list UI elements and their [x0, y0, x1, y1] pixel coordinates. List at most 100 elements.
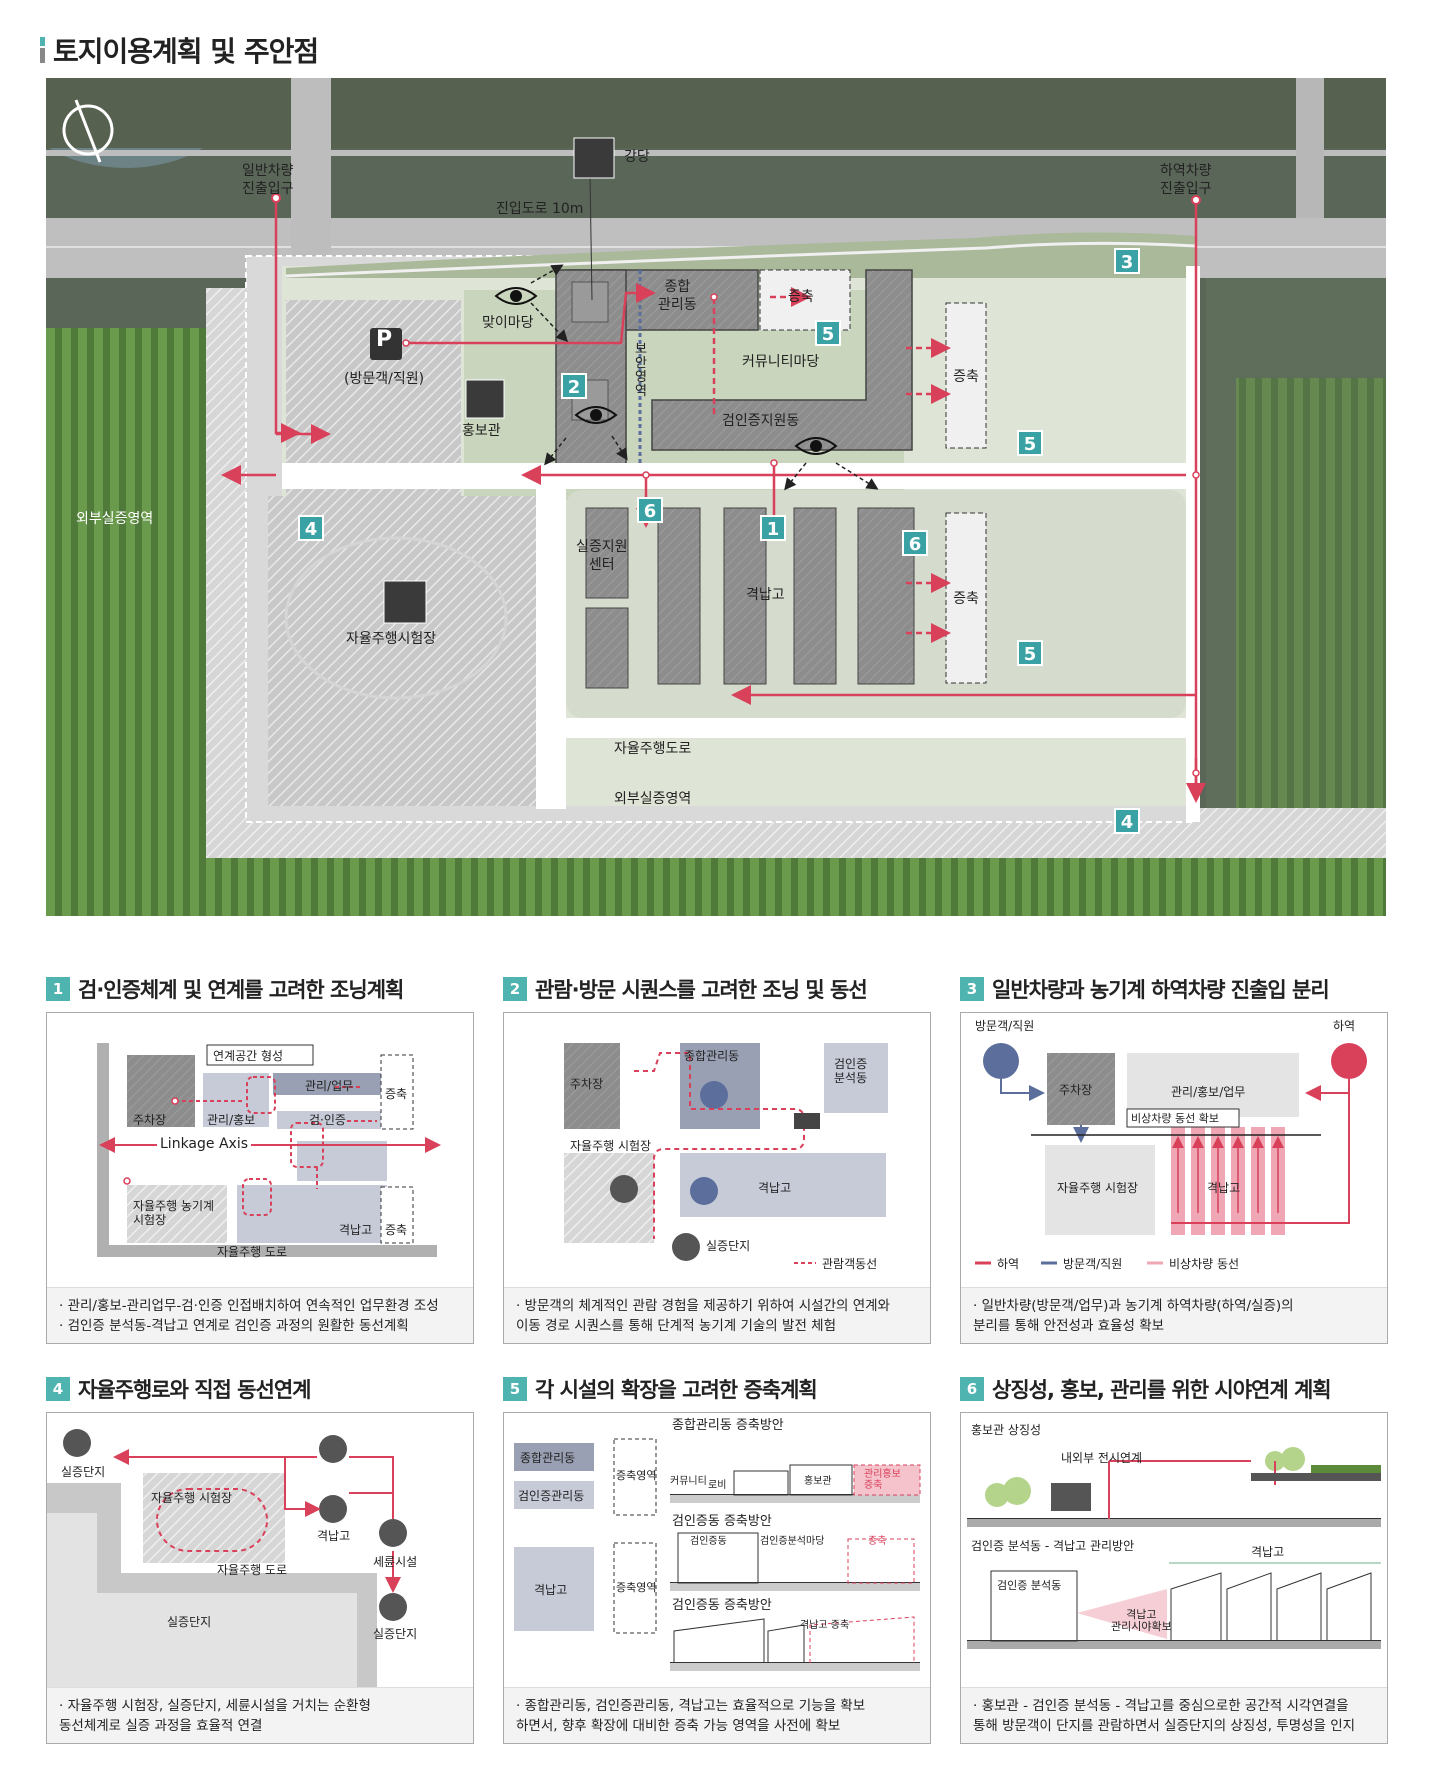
compass-icon: [62, 99, 114, 163]
label-external-area-left: 외부실증영역: [76, 511, 154, 527]
label-auto-road: 자율주행 도로: [217, 1563, 288, 1577]
badge-6-left: 6: [637, 497, 663, 523]
label-storage: 격납고: [339, 1223, 373, 1237]
pr-hall-icon: [465, 379, 505, 419]
section-1-notes: · 관리/홍보-관리업무-검·인증 인접배치하여 연속적인 업무환경 조성 · …: [47, 1287, 473, 1343]
label-test-track: 자율주행 시험장: [570, 1139, 652, 1153]
badge-6-right: 6: [902, 530, 928, 556]
parking-icon: [370, 328, 402, 360]
label-extension-admin: 증축: [788, 289, 814, 305]
label-lobby: 로비: [708, 1480, 727, 1491]
badge-5-admin: 5: [815, 320, 841, 346]
label-storage-view: 격납고 관리시야확보: [1111, 1608, 1172, 1633]
label-pr-hall: 홍보관: [804, 1476, 832, 1487]
section-5-notes: · 종합관리동, 검인증관리동, 격납고는 효율적으로 기능을 확보 하면서, …: [504, 1687, 930, 1743]
eye-icon: [494, 287, 838, 455]
section-3-title: 일반차량과 농기계 하역차량 진출입 분리: [992, 978, 1330, 1002]
label-unloading: 하역: [1333, 1019, 1356, 1033]
label-extension-b: 증축: [385, 1223, 408, 1237]
test-track-area: [268, 496, 536, 806]
legend-unloading: 하역: [997, 1257, 1020, 1271]
label-cert: 검·인증: [309, 1113, 346, 1127]
label-parking: 주차장: [1059, 1083, 1093, 1097]
label-test-track: 자율주행 시험장: [151, 1491, 233, 1505]
label-community-yard: 커뮤니티마당: [742, 354, 820, 370]
label-demo-complex-a: 실증단지: [61, 1465, 106, 1479]
label-admin-pr: 관리/홍보: [207, 1113, 256, 1127]
label-cert-ext-plan-a: 검인증동 증축방안: [672, 1514, 772, 1529]
label-storage: 격납고: [317, 1529, 351, 1543]
label-entrance-general: 일반차량 진출입구: [242, 163, 294, 197]
label-extension-cert: 증축: [953, 369, 979, 385]
label-cert-admin: 검인증관리동: [518, 1489, 585, 1503]
section-4-number: 4: [46, 1377, 70, 1401]
section-2-title: 관람·방문 시퀀스를 고려한 조닝 및 동선: [535, 978, 868, 1002]
label-cert-yard: 검인증분석마당: [760, 1536, 825, 1547]
label-entrance-cargo: 하역차량 진출입구: [1160, 163, 1212, 197]
section-6-title: 상징성, 홍보, 관리를 위한 시야연계 계획: [992, 1378, 1332, 1402]
page-title: 토지이용계획 및 주안점: [53, 35, 319, 68]
label-community: 커뮤니티: [670, 1476, 707, 1487]
label-extension-a: 증축: [385, 1087, 408, 1101]
section-3-diagram: 방문객/직원 하역 주차장 관리/홍보/업무 비상차량 동선 확보 자율주행 시…: [960, 1012, 1388, 1344]
section-6-diagram: 홍보관 상징성 내외부 전시연계 검인증 분석동 - 격납고 관리방안 격납고 …: [960, 1412, 1388, 1744]
badge-4-left: 4: [298, 515, 324, 541]
section-3-number: 3: [960, 977, 984, 1001]
section-4-title: 자율주행로와 직접 동선연계: [78, 1378, 311, 1402]
label-extension-storage: 증축: [953, 591, 979, 607]
label-security: 보안영역: [635, 342, 647, 399]
label-cert-analysis: 검인증 분석동: [834, 1057, 868, 1085]
label-demo-complex-b: 실증단지: [167, 1615, 212, 1629]
label-ext-area-b: 증축영역: [616, 1581, 657, 1594]
label-admin-building: 종합관리동: [684, 1049, 740, 1063]
section-5: 5 각 시설의 확장을 고려한 증축계획 종합관리동 증축방안 종합관리동: [503, 1374, 931, 1744]
section-1-diagram: 연계공간 형성 관리/업무 증축 주차장 관리/홍보 검·인증 Linkage …: [46, 1012, 474, 1344]
label-wash: 세륜시설: [373, 1555, 418, 1569]
site-plan-drawing: [46, 78, 1386, 916]
section-2-number: 2: [503, 977, 527, 1001]
label-demo-complex-c: 실증단지: [373, 1627, 418, 1641]
storage-shape: [657, 507, 701, 685]
label-demo-center: 실증지원 센터: [576, 539, 628, 573]
label-admin-building: 종합 관리동: [658, 279, 697, 313]
label-link-space: 연계공간 형성: [213, 1049, 284, 1063]
label-cert-analysis: 검인증 분석동: [997, 1579, 1062, 1592]
label-admin-ext-plan: 종합관리동 증축방안: [672, 1418, 784, 1433]
label-certification-building: 검인증지원동: [722, 413, 800, 429]
page-header: 토지이용계획 및 주안점: [40, 30, 319, 70]
label-pr-symbol: 홍보관 상징성: [971, 1423, 1042, 1437]
badge-3: 3: [1114, 248, 1140, 274]
section-2: 2 관람·방문 시퀀스를 고려한 조닝 및 동선 주차장 종합관리동 검인증 분…: [503, 974, 931, 1344]
label-auto-road: 자율주행도로: [614, 741, 692, 757]
label-linkage-axis: Linkage Axis: [157, 1137, 251, 1151]
badge-2: 2: [561, 373, 587, 399]
label-storage: 격납고: [1251, 1545, 1285, 1559]
section-6: 6 상징성, 홍보, 관리를 위한 시야연계 계획 홍보관 상징성 내외부 전: [960, 1374, 1388, 1744]
label-cert-ext-plan-b: 검인증동 증축방안: [672, 1598, 772, 1613]
label-admin-pr-work: 관리/홍보/업무: [1171, 1085, 1246, 1099]
label-visitor-staff: 방문객/직원: [975, 1019, 1035, 1033]
label-storage: 격납고: [758, 1181, 792, 1195]
section-4-notes: · 자율주행 시험장, 실증단지, 세륜시설을 거치는 순환형 동선체계로 실증…: [47, 1687, 473, 1743]
label-emergency: 비상차량 동선 확보: [1131, 1112, 1219, 1125]
section-5-diagram: 종합관리동 증축방안 종합관리동 검인증관리동 증축영역 커뮤니티 로비 홍보관…: [503, 1412, 931, 1744]
section-1: 1 검·인증체계 및 연계를 고려한 조닝계획: [46, 974, 474, 1344]
label-admin-building: 종합관리동: [520, 1451, 576, 1465]
label-entry-road: 진입도로 10m: [496, 201, 584, 217]
label-test-track-machine: 자율주행 농기계 시험장: [133, 1199, 215, 1227]
label-admin-pr-ext: 관리홍보 증축: [864, 1469, 901, 1491]
label-test-track: 자율주행 시험장: [1057, 1181, 1139, 1195]
test-track-icon: [383, 580, 427, 624]
legend-visitor: 방문객/직원: [1063, 1257, 1123, 1271]
section-3: 3 일반차량과 농기계 하역차량 진출입 분리: [960, 974, 1388, 1344]
label-ext-small: 증축: [868, 1536, 887, 1547]
parking-symbol: P: [376, 327, 393, 352]
section-1-number: 1: [46, 977, 70, 1001]
auditorium-icon: [573, 137, 615, 179]
label-ext-area-a: 증축영역: [616, 1469, 657, 1482]
label-auto-road: 자율주행 도로: [217, 1245, 288, 1259]
external-field-bottom: [46, 848, 1386, 916]
badge-1: 1: [760, 515, 786, 541]
title-marker: [40, 37, 45, 63]
section-2-notes: · 방문객의 체계적인 관람 경험을 제공하기 위하여 시설간의 연계와 이동 …: [504, 1287, 930, 1343]
